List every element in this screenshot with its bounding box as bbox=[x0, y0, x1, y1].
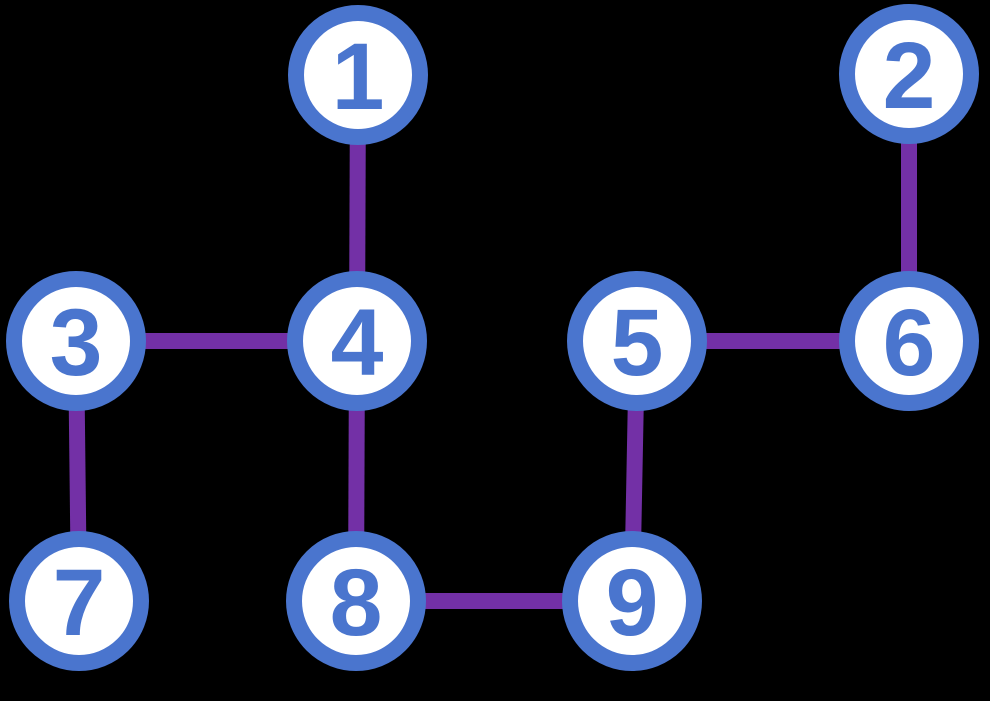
node-circle-9 bbox=[562, 531, 702, 671]
node-label-1: 1 bbox=[332, 24, 385, 130]
node-label-5: 5 bbox=[611, 290, 664, 396]
graph-node-1: 1 bbox=[288, 5, 428, 145]
node-label-9: 9 bbox=[606, 550, 659, 656]
node-label-3: 3 bbox=[50, 290, 103, 396]
node-circle-4 bbox=[287, 271, 427, 411]
node-circle-7 bbox=[9, 531, 149, 671]
node-circle-8 bbox=[286, 531, 426, 671]
node-label-8: 8 bbox=[330, 550, 383, 656]
node-label-4: 4 bbox=[331, 290, 384, 396]
graph-node-5: 5 bbox=[567, 271, 707, 411]
graph-node-6: 6 bbox=[839, 271, 979, 411]
graph-node-8: 8 bbox=[286, 531, 426, 671]
graph-node-3: 3 bbox=[6, 271, 146, 411]
node-label-7: 7 bbox=[53, 550, 106, 656]
node-circle-3 bbox=[6, 271, 146, 411]
node-label-2: 2 bbox=[883, 23, 936, 129]
node-label-6: 6 bbox=[883, 290, 936, 396]
node-circle-5 bbox=[567, 271, 707, 411]
graph-node-4: 4 bbox=[287, 271, 427, 411]
graph-node-2: 2 bbox=[839, 4, 979, 144]
node-circle-2 bbox=[839, 4, 979, 144]
graph-node-9: 9 bbox=[562, 531, 702, 671]
node-circle-6 bbox=[839, 271, 979, 411]
graph-node-7: 7 bbox=[9, 531, 149, 671]
node-circle-1 bbox=[288, 5, 428, 145]
